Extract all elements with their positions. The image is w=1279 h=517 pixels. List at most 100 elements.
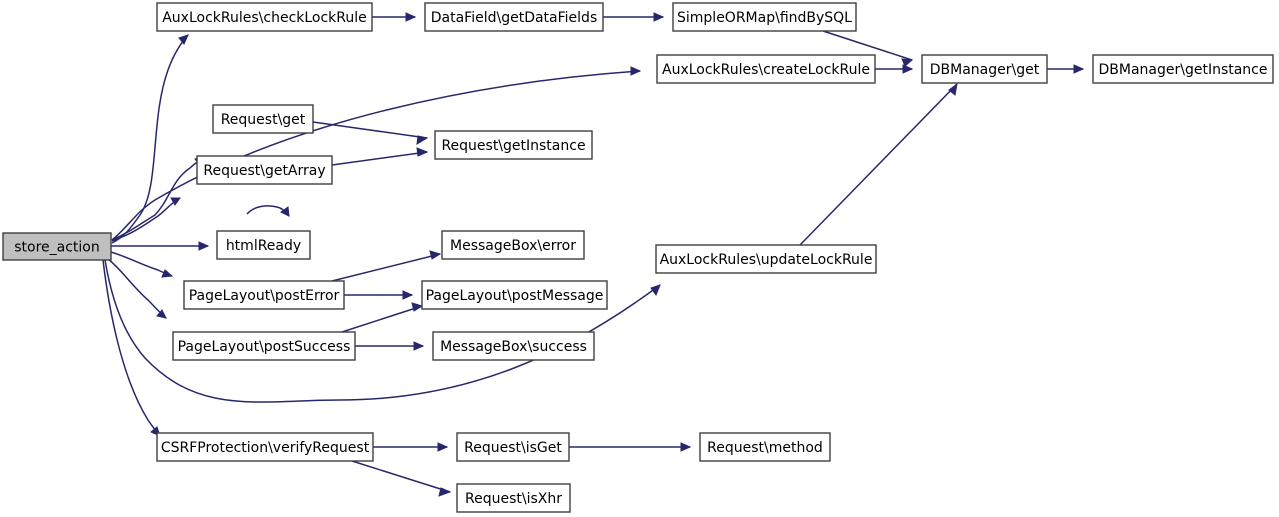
edge-line	[351, 460, 451, 493]
arrowhead-icon	[630, 66, 642, 76]
arrowhead-icon	[901, 58, 914, 67]
edge-line	[110, 251, 173, 277]
arrowhead-icon	[680, 442, 692, 452]
arrowhead-icon	[156, 309, 167, 319]
edge-postSuccess-to-msgBoxSuccess	[355, 341, 425, 351]
node-postSuccess[interactable]: PageLayout\postSuccess	[172, 331, 356, 361]
arrowhead-icon	[170, 197, 181, 206]
node-label: MessageBox\error	[450, 238, 576, 254]
node-label: PageLayout\postMessage	[426, 288, 604, 304]
node-box[interactable]	[424, 2, 604, 32]
node-box[interactable]	[183, 280, 345, 310]
node-label: Request\isGet	[464, 440, 562, 456]
node-label: Request\getArray	[203, 163, 325, 179]
node-label: AuxLockRules\checkLockRule	[162, 10, 367, 26]
edge-isGet-to-requestMethod	[569, 442, 692, 452]
edge-findBySQL-to-dbGet	[822, 30, 914, 67]
node-box[interactable]	[672, 2, 857, 32]
node-isXhr[interactable]: Request\isXhr	[456, 483, 571, 513]
node-box[interactable]	[2, 232, 112, 261]
edge-line	[331, 253, 441, 282]
node-box[interactable]	[655, 244, 877, 274]
node-requestGet[interactable]: Request\get	[212, 104, 314, 134]
node-label: PageLayout\postSuccess	[178, 339, 351, 355]
node-checkLockRule[interactable]: AuxLockRules\checkLockRule	[156, 2, 373, 32]
arrowhead-icon	[411, 302, 424, 312]
edge-line	[102, 259, 161, 437]
edge-checkLockRule-to-getDataFields	[372, 12, 417, 22]
arrowhead-icon	[405, 12, 417, 22]
arrowhead-icon	[416, 135, 429, 145]
node-box[interactable]	[432, 331, 595, 361]
node-box[interactable]	[456, 432, 570, 462]
node-box[interactable]	[421, 280, 608, 310]
node-requestGetArr[interactable]: Request\getArray	[196, 155, 333, 185]
node-createLockRule[interactable]: AuxLockRules\createLockRule	[656, 54, 876, 84]
edge-line	[312, 121, 428, 139]
node-box[interactable]	[156, 432, 374, 462]
node-box[interactable]	[441, 230, 585, 260]
node-label: DBManager\get	[930, 62, 1040, 78]
edge-postError-to-postMessage	[344, 290, 414, 300]
node-box[interactable]	[156, 2, 373, 32]
edge-requestGetArr-to-requestGetInst	[331, 147, 429, 166]
edge-line	[111, 34, 189, 244]
node-label: PageLayout\postError	[189, 288, 340, 304]
node-label: Request\isXhr	[465, 491, 562, 507]
node-box[interactable]	[212, 104, 314, 134]
edge-line	[111, 197, 181, 242]
node-label: CSRFProtection\verifyRequest	[161, 440, 370, 456]
arrowhead-icon	[429, 250, 442, 260]
node-box[interactable]	[699, 432, 831, 462]
node-verifyRequest[interactable]: CSRFProtection\verifyRequest	[156, 432, 374, 462]
arrowhead-icon	[902, 64, 914, 74]
node-findBySQL[interactable]: SimpleORMap\findBySQL	[672, 2, 857, 32]
edge-line	[331, 151, 428, 166]
node-msgBoxSuccess[interactable]: MessageBox\success	[432, 331, 595, 361]
arrowhead-icon	[161, 269, 174, 278]
node-label: htmlReady	[226, 238, 301, 254]
edge-line	[341, 305, 423, 333]
arrowhead-icon	[650, 284, 661, 297]
node-label: SimpleORMap\findBySQL	[677, 10, 852, 26]
node-updateLockRule[interactable]: AuxLockRules\updateLockRule	[655, 244, 877, 274]
edge-verifyRequest-to-isGet	[373, 442, 449, 452]
node-box[interactable]	[434, 130, 593, 160]
edge-htmlReady-to-htmlReady	[246, 205, 290, 217]
node-box[interactable]	[196, 155, 333, 185]
node-box[interactable]	[216, 230, 311, 260]
node-box[interactable]	[921, 54, 1048, 84]
node-requestGetInst[interactable]: Request\getInstance	[434, 130, 593, 160]
arrowhead-icon	[653, 12, 665, 22]
node-dbGetInstance[interactable]: DBManager\getInstance	[1092, 54, 1274, 84]
node-box[interactable]	[456, 483, 571, 513]
edge-postError-to-msgBoxError	[331, 250, 442, 282]
node-label: MessageBox\success	[440, 339, 587, 355]
node-box[interactable]	[1092, 54, 1274, 84]
arrowhead-icon	[416, 147, 429, 157]
node-dbGet[interactable]: DBManager\get	[921, 54, 1048, 84]
node-postError[interactable]: PageLayout\postError	[183, 280, 345, 310]
arrowhead-icon	[948, 82, 958, 96]
edge-postSuccess-to-postMessage	[341, 302, 424, 333]
node-box[interactable]	[656, 54, 876, 84]
edge-line	[111, 70, 641, 241]
arrowhead-icon	[178, 34, 189, 45]
arrowhead-icon	[198, 241, 210, 251]
node-msgBoxError[interactable]: MessageBox\error	[441, 230, 585, 260]
node-box[interactable]	[172, 331, 356, 361]
arrowhead-icon	[1073, 64, 1085, 74]
node-isGet[interactable]: Request\isGet	[456, 432, 570, 462]
node-getDataFields[interactable]: DataField\getDataFields	[424, 2, 604, 32]
node-label: store_action	[14, 240, 100, 256]
node-requestMethod[interactable]: Request\method	[699, 432, 831, 462]
node-store_action[interactable]: store_action	[2, 232, 112, 261]
edges-layer	[102, 12, 1085, 497]
node-postMessage[interactable]: PageLayout\postMessage	[421, 280, 608, 310]
node-label: DBManager\getInstance	[1098, 62, 1267, 78]
node-label: Request\method	[707, 440, 823, 456]
edge-store_action-to-verifyRequest	[102, 259, 161, 437]
edge-getDataFields-to-findBySQL	[603, 12, 665, 22]
edge-store_action-to-htmlReady	[111, 241, 210, 251]
node-htmlReady[interactable]: htmlReady	[216, 230, 311, 260]
